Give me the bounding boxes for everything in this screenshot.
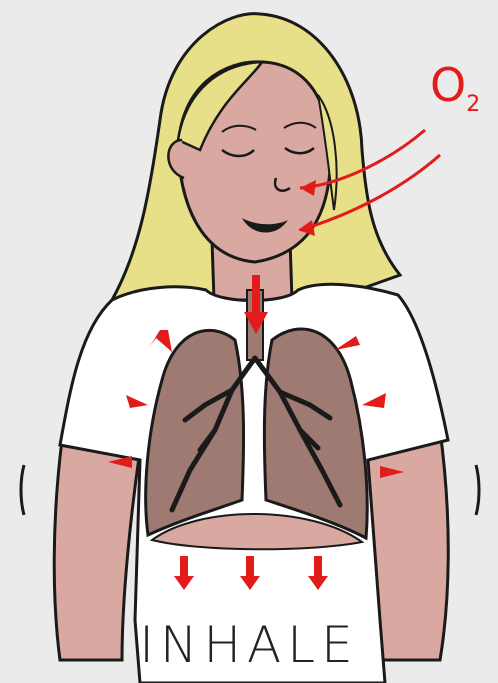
inhale-caption: INHALE — [0, 616, 498, 674]
oxygen-symbol: O — [430, 58, 466, 112]
oxygen-subscript: 2 — [466, 92, 480, 117]
motion-line-right — [476, 465, 479, 515]
motion-line-left — [21, 465, 24, 515]
oxygen-label: O2 — [430, 62, 480, 116]
